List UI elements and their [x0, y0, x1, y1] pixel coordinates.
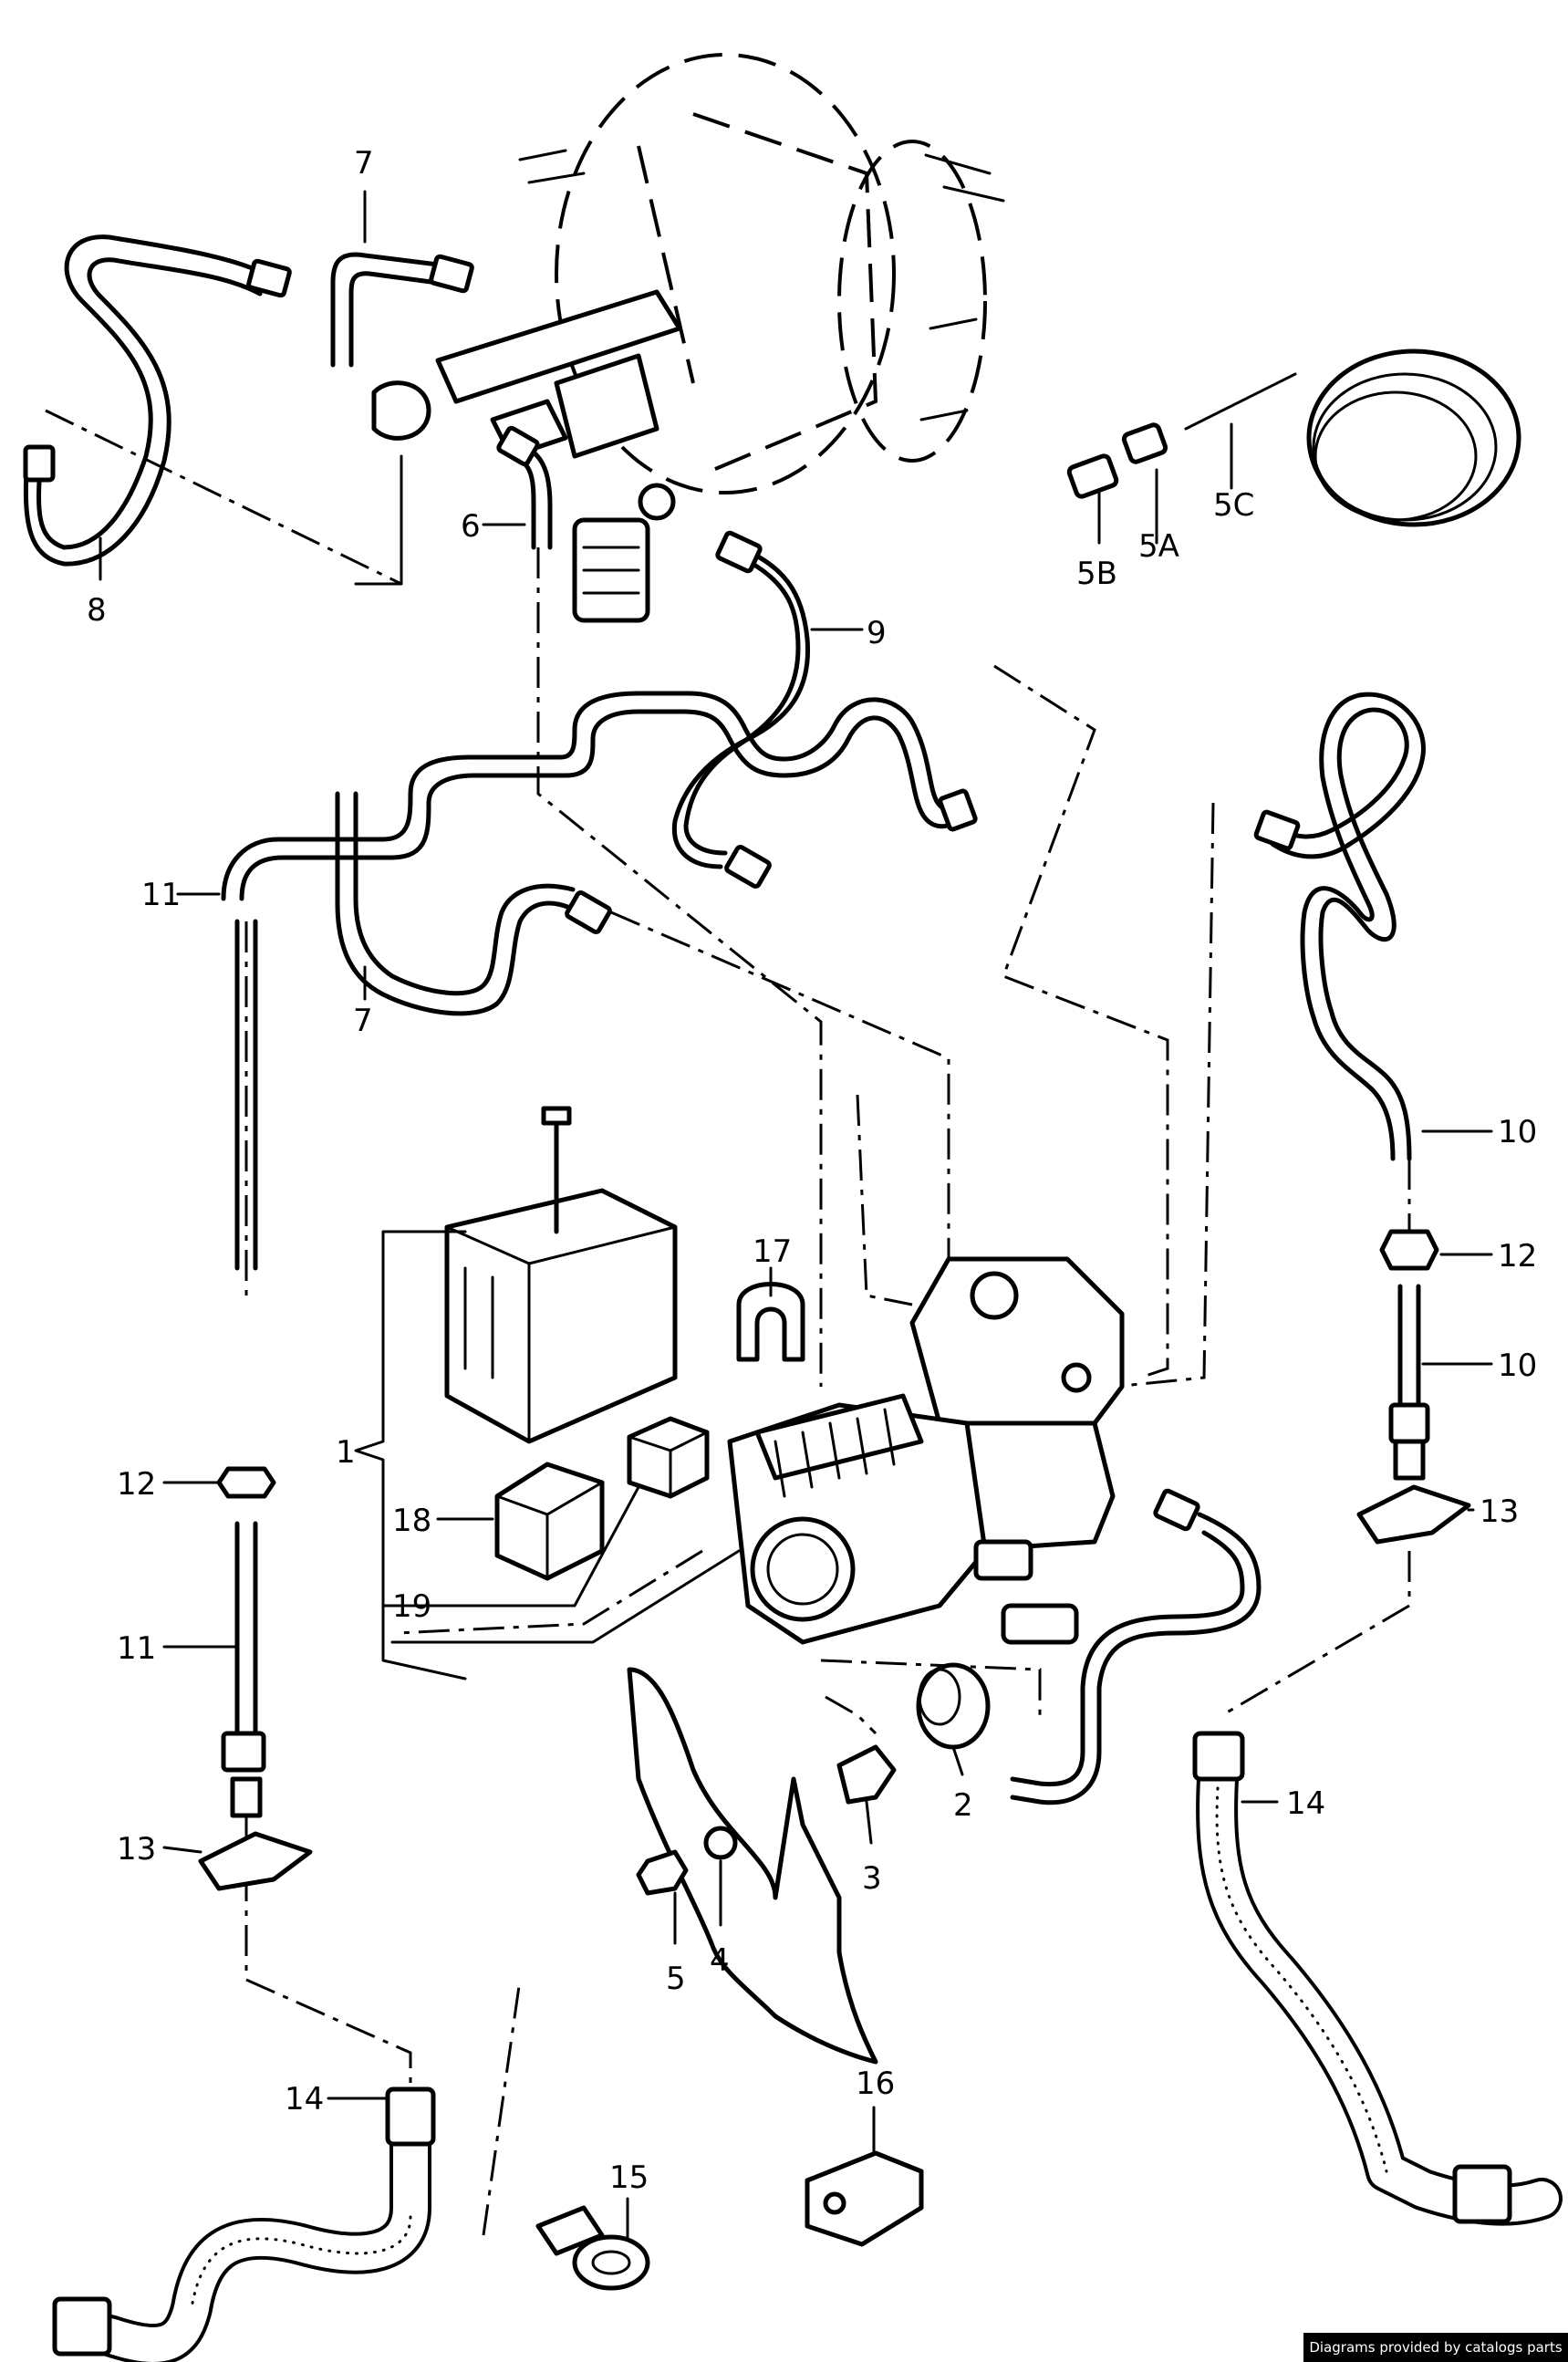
label-14-left: 14: [285, 2081, 324, 2117]
label-10-top: 10: [1498, 1114, 1537, 1150]
label-7-top: 7: [354, 145, 374, 182]
hose-14-left: [52, 2086, 436, 2362]
label-2: 2: [953, 1787, 973, 1824]
label-4: 4: [710, 1942, 730, 1979]
label-11-lower: 11: [117, 1630, 156, 1667]
label-13-left: 13: [117, 1831, 156, 1868]
bracket-17: [736, 1282, 805, 1362]
label-3: 3: [862, 1860, 882, 1897]
leader-lines: [99, 190, 1493, 2239]
relay-19: [627, 1416, 710, 1499]
label-6: 6: [461, 508, 481, 545]
guide-lines: [45, 409, 1411, 2236]
label-14-right: 14: [1286, 1785, 1325, 1822]
label-1: 1: [336, 1434, 356, 1471]
pipe-11-lower: [230, 1521, 263, 1818]
label-5c: 5C: [1213, 487, 1254, 524]
block-16: [805, 2150, 924, 2247]
master-cylinder: [354, 289, 682, 623]
ecu-cover: [444, 1106, 678, 1444]
label-19: 19: [392, 1588, 431, 1625]
pipe-10-lower: [1393, 1284, 1426, 1481]
label-8: 8: [87, 592, 107, 629]
label-17: 17: [753, 1233, 792, 1270]
clip-15: [535, 2205, 650, 2291]
label-9: 9: [867, 615, 887, 651]
clips: [198, 1484, 1471, 1891]
label-18: 18: [392, 1503, 431, 1539]
label-12-left: 12: [117, 1466, 156, 1503]
fitting-5a-5b: [1066, 422, 1168, 499]
label-11-top: 11: [141, 877, 181, 913]
label-5: 5: [666, 1961, 686, 1997]
part-labels: 7 8 6 9 5A 5B 5C 11 7 10 12 10 13 17 1 1…: [87, 145, 1537, 2196]
label-13-right: 13: [1480, 1493, 1519, 1530]
label-7-bottom: 7: [353, 1003, 373, 1039]
fittings: [23, 254, 1430, 1773]
label-15: 15: [609, 2159, 649, 2196]
coil-5c: [1184, 349, 1521, 527]
label-12-right: 12: [1498, 1238, 1537, 1275]
label-16: 16: [856, 2065, 895, 2102]
brake-lines: [23, 234, 1426, 1805]
credit-banner: Diagrams provided by catalogs parts: [1303, 2333, 1568, 2362]
label-5b: 5B: [1076, 556, 1117, 592]
abs-hydraulic-unit: [727, 1256, 1125, 1645]
label-5a: 5A: [1138, 528, 1179, 565]
label-10-lower: 10: [1498, 1347, 1537, 1384]
hose-14-right: [1192, 1731, 1563, 2226]
brake-booster: [518, 53, 1005, 494]
relay-18: [494, 1462, 605, 1581]
mount-parts: [636, 1662, 991, 1896]
bracket: [627, 1667, 878, 2065]
